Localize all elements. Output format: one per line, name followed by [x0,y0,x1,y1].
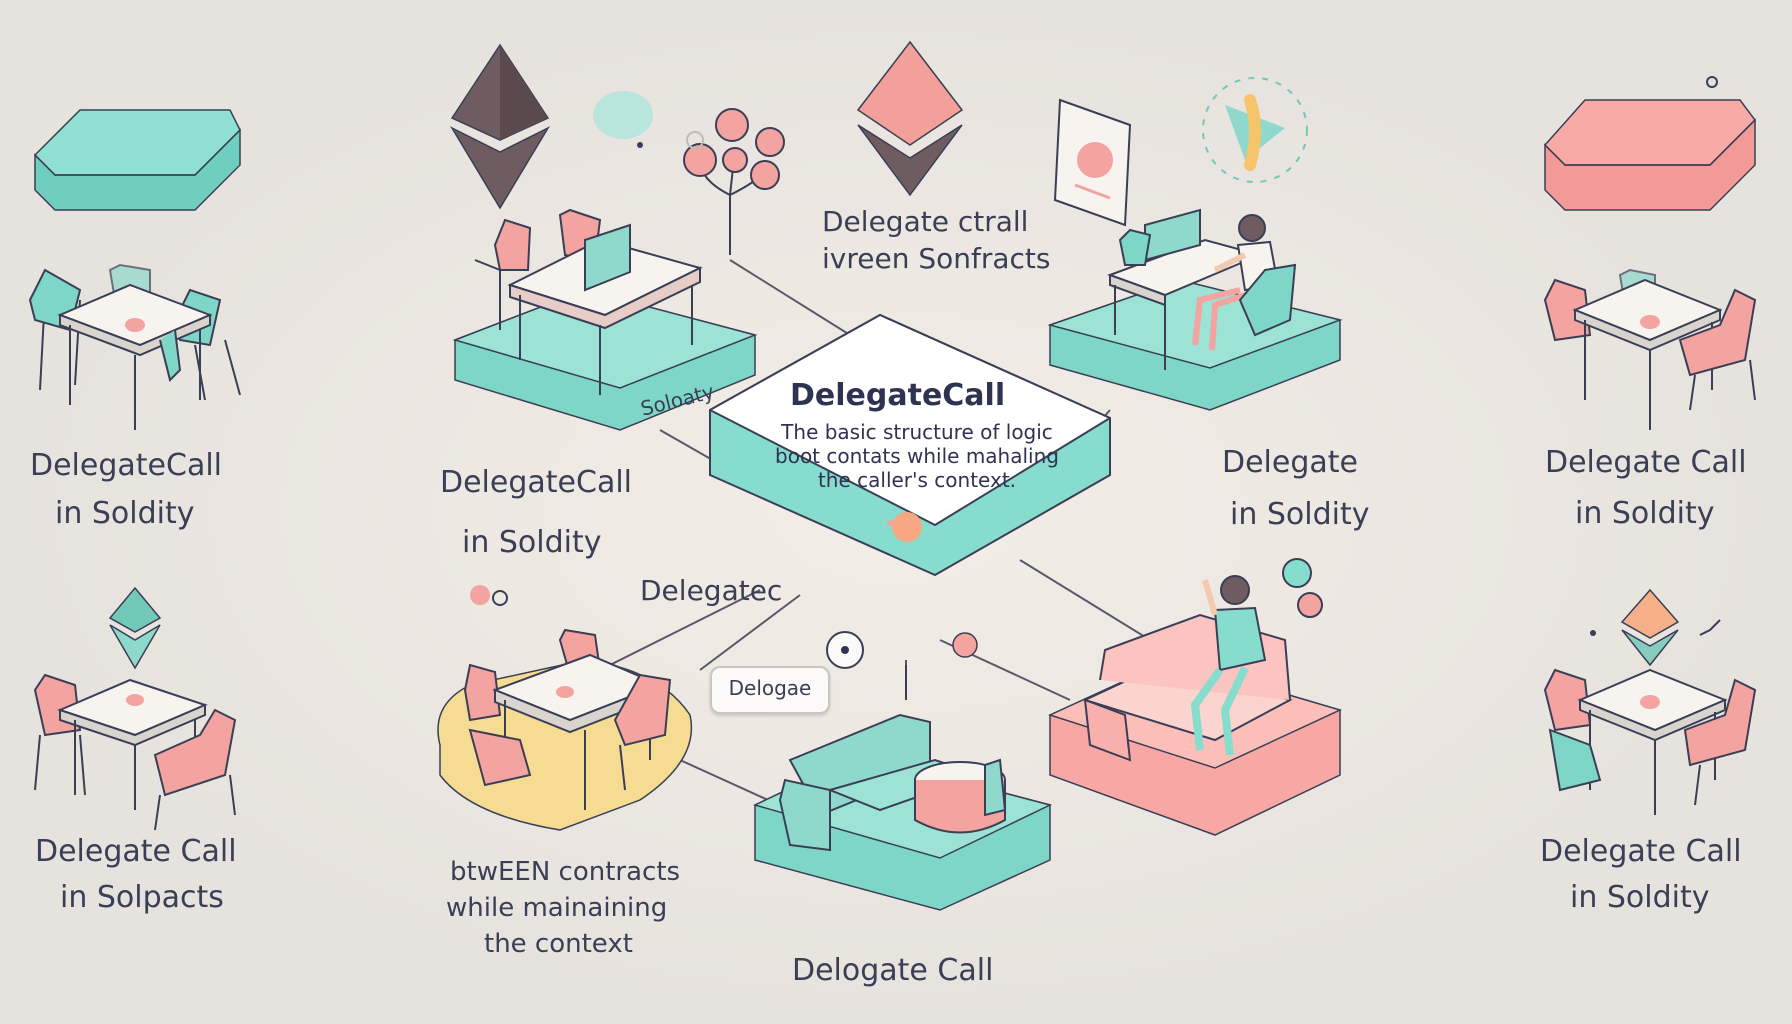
right-bottom-label-line2: in Soldity [1570,880,1710,915]
left-top-teal-platform [33,109,241,211]
delegate-small-label: Delegatec [640,574,783,607]
bottom-left-line1: btwEEN contracts [450,857,681,887]
dotted-ring-icon [1202,76,1718,183]
left-top-label-line2: in Soldity [55,496,195,531]
center-desc-line2: boot contats while mahaling [775,444,1059,468]
speech-bubble-text: Delogae [728,676,812,700]
mid-right-person-desk [1107,208,1297,370]
bottom-left-line3: the context [484,929,633,959]
bottom-left-line2: while mainaining [446,893,668,923]
top-caption-line2: ivreen Sonfracts [822,242,1051,275]
mid-left-desk-set [474,208,703,395]
right-top-table-set [1543,268,1757,430]
left-bottom-ethereum-icon [108,586,162,670]
right-top-pink-platform [1543,99,1756,211]
right-top-label-line1: Delegate Call [1545,445,1747,480]
left-bottom-label-line1: Delegate Call [35,834,237,869]
speech-bubble: Delogae [710,666,830,714]
right-bottom-table-set [1543,668,1757,815]
mid-left-label-line1: DelegateCall [440,465,632,500]
left-top-label-line1: DelegateCall [30,448,222,483]
picture-frame-icon [1053,98,1132,227]
decorative-dots [826,631,978,700]
bottom-caption: Delogate Call [792,953,994,988]
center-title: DelegateCall [790,378,1006,413]
bottom-right-person-sofa [1082,558,1323,762]
right-bottom-ethereum-icon [1590,588,1721,667]
center-desc-line3: the caller's context. [817,468,1017,492]
balloon-tree-icon [683,108,785,255]
right-bottom-label-line1: Delegate Call [1540,834,1742,869]
bottom-left-table-set [463,585,672,810]
mid-right-label-line1: Delegate [1222,445,1358,480]
left-bottom-table-set [33,673,237,831]
ethereum-pink-icon [856,40,964,197]
mid-left-label-line2: in Soldity [462,525,602,560]
bottom-center-sofa [778,713,1007,852]
center-description: The basic structure of logic boot contat… [742,420,1092,492]
left-top-table-set [28,263,241,430]
center-platform [709,313,1111,577]
right-top-label-line2: in Soldity [1575,496,1715,531]
speech-blob-icon [593,91,653,148]
mid-right-label-line2: in Soldity [1230,497,1370,532]
top-caption-line1: Delegate ctrall [822,205,1029,238]
ethereum-dark-icon [450,43,550,210]
left-bottom-label-line2: in Solpacts [60,880,224,915]
center-desc-line1: The basic structure of logic [781,420,1053,444]
